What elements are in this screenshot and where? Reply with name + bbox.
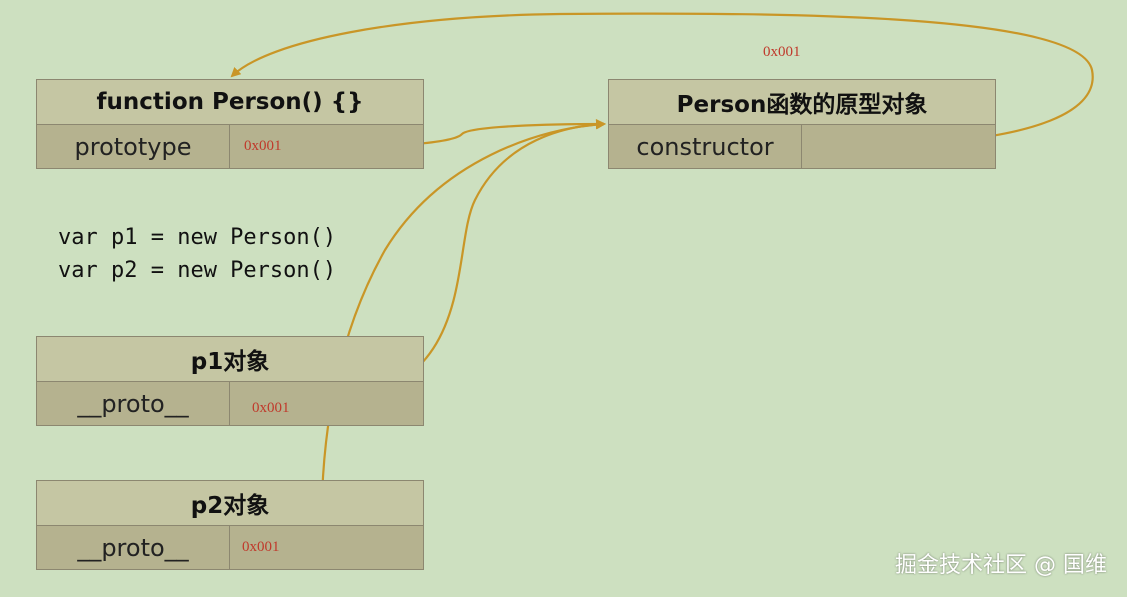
prototype-row: prototype 0x001: [37, 125, 423, 168]
person-function-title: function Person() {}: [37, 80, 423, 125]
p2-proto-key: __proto__: [37, 526, 230, 569]
constructor-value: [802, 125, 995, 168]
p1-proto-value: 0x001: [252, 400, 290, 416]
person-function-box: function Person() {} prototype 0x001: [36, 79, 424, 169]
p1-object-title: p1对象: [37, 337, 423, 382]
constructor-key: constructor: [609, 125, 802, 168]
p2-proto-value: 0x001: [242, 539, 280, 555]
prototype-object-box: Person函数的原型对象 constructor: [608, 79, 996, 169]
p2-object-title: p2对象: [37, 481, 423, 526]
prototype-value: 0x001: [244, 138, 282, 154]
p1-object-box: p1对象 __proto__ 0x001: [36, 336, 424, 426]
p1-proto-key: __proto__: [37, 382, 230, 425]
code-line-2: var p2 = new Person(): [58, 258, 337, 283]
constructor-address-label: 0x001: [763, 44, 801, 60]
p2-object-box: p2对象 __proto__ 0x001: [36, 480, 424, 570]
code-line-1: var p1 = new Person(): [58, 225, 337, 250]
prototype-key: prototype: [37, 125, 230, 168]
p2-proto-row: __proto__ 0x001: [37, 526, 423, 569]
p1-proto-row: __proto__ 0x001: [37, 382, 423, 425]
watermark: 掘金技术社区 @ 国维: [895, 553, 1107, 578]
prototype-object-title: Person函数的原型对象: [609, 80, 995, 125]
code-snippet: var p1 = new Person() var p2 = new Person…: [58, 221, 336, 287]
constructor-row: constructor: [609, 125, 995, 168]
